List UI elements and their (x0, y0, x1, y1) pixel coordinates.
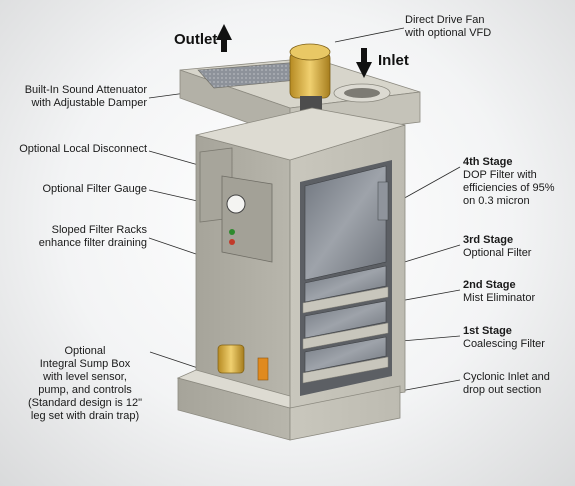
callout-fan: Direct Drive Fan with optional VFD (405, 14, 491, 40)
filter-opening (300, 160, 392, 396)
flow-arrows (216, 24, 372, 78)
callout-stage4-line-2: efficiencies of 95% (463, 182, 555, 194)
outlet-label: Outlet (174, 31, 218, 48)
callout-racks-line-1: Sloped Filter Racks (51, 224, 147, 236)
callout-attenuator-line-1: Built-In Sound Attenuator (24, 84, 147, 96)
callout-sump-line-4: pump, and controls (38, 384, 132, 396)
control-panel (199, 147, 273, 263)
inlet-label: Inlet (378, 52, 409, 69)
callout-racks: Sloped Filter Racks enhance filter drain… (39, 224, 147, 250)
callout-attenuator-line-2: with Adjustable Damper (31, 97, 147, 109)
callout-stage3: 3rd Stage Optional Filter (463, 234, 531, 260)
callout-stage2-title: 2nd Stage (463, 279, 516, 291)
callout-racks-line-2: enhance filter draining (38, 237, 147, 249)
inlet-collar (333, 83, 391, 103)
callout-stage4: 4th Stage DOP Filter with efficiencies o… (463, 156, 555, 208)
callout-disconnect: Optional Local Disconnect (19, 143, 147, 156)
callout-cyclonic: Cyclonic Inlet and drop out section (463, 371, 550, 397)
sump-box (176, 344, 401, 441)
callout-stage1-line-1: Coalescing Filter (463, 338, 545, 350)
callout-sump-line-2: Integral Sump Box (39, 358, 131, 370)
callout-sump: Optional Integral Sump Box with level se… (20, 345, 150, 423)
callout-sump-line-5: (Standard design is 12" (28, 397, 142, 409)
callout-stage3-line-1: Optional Filter (463, 247, 532, 259)
callout-stage2: 2nd Stage Mist Eliminator (463, 279, 535, 305)
callout-stage4-title: 4th Stage (463, 156, 513, 168)
callout-cyclonic-line-2: drop out section (463, 384, 542, 396)
callout-fan-line-1: Direct Drive Fan (405, 14, 485, 26)
fan-motor (289, 43, 331, 112)
callout-sump-line-6: leg set with drain trap) (30, 410, 140, 422)
callout-stage3-title: 3rd Stage (463, 234, 514, 246)
callout-attenuator: Built-In Sound Attenuator with Adjustabl… (25, 84, 147, 110)
callout-stage4-line-1: DOP Filter with (463, 169, 537, 181)
callout-stage1: 1st Stage Coalescing Filter (463, 325, 545, 351)
callout-sump-line-3: with level sensor, (43, 371, 127, 383)
callout-stage4-line-3: on 0.3 micron (463, 195, 530, 207)
callout-cyclonic-line-1: Cyclonic Inlet and (463, 371, 550, 383)
callout-stage1-title: 1st Stage (463, 325, 512, 337)
callout-fan-line-2: with optional VFD (405, 27, 492, 39)
callout-gauge: Optional Filter Gauge (42, 183, 147, 196)
callout-stage2-line-1: Mist Eliminator (463, 292, 536, 304)
callout-disconnect-line-1: Optional Local Disconnect (19, 143, 147, 155)
callout-gauge-line-1: Optional Filter Gauge (42, 183, 147, 195)
callout-sump-line-1: Optional (64, 345, 106, 357)
